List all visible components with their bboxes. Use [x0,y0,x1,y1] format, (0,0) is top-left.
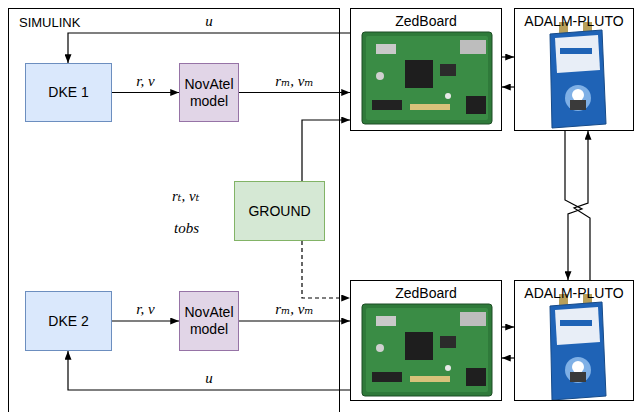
signal-arrow [502,357,514,358]
signal-label: rₘ, vₘ [273,301,315,318]
signal-arrow [502,56,514,57]
signal-label: u [203,13,215,30]
model-block: NovAtel model [179,63,239,122]
node-title: GROUND [248,203,310,220]
signal-name: rₜ, vₜ [170,188,201,205]
signal-arrow [502,86,514,87]
ground-block: GROUND [234,181,325,241]
pluto-picture [550,22,606,128]
signal-arrow [239,92,350,93]
node-title: ZedBoard [395,285,456,302]
signal-label: u [203,370,215,387]
signal-label: r, v [134,73,156,90]
signal-label: rₘ, vₘ [273,73,315,90]
signal-label: r, v [134,301,156,318]
radio-box: ADALM-PLUTO [514,280,634,401]
zedboard-picture [362,304,492,396]
signal-arrow [239,320,350,321]
signal-arrow [574,131,590,280]
model-block: NovAtel model [179,291,239,351]
simulink-region: SIMULINKDKE 1NovAtel modelGROUNDDKE 2Nov… [8,8,340,412]
board-box: ZedBoard [350,280,502,401]
node-title: ADALM-PLUTO [524,13,623,30]
board-box: ZedBoard [350,8,502,131]
signal-arrow [302,120,350,181]
node-title: DKE 1 [48,84,88,101]
dke-block: DKE 1 [25,63,112,122]
node-title: DKE 2 [48,313,88,330]
signal-arrow [68,351,350,390]
signal-arrow [112,320,179,321]
node-title: NovAtel model [183,76,235,110]
signal-arrow [112,92,179,93]
pluto-picture [550,294,606,400]
signal-name: tobs [172,220,201,237]
signal-arrow [502,326,514,327]
node-title: ADALM-PLUTO [524,285,623,302]
zedboard-picture [362,32,492,124]
signal-arrow [68,33,350,63]
node-title: ZedBoard [395,13,456,30]
radio-box: ADALM-PLUTO [514,8,634,131]
node-title: NovAtel model [183,304,235,338]
node-title: SIMULINK [19,14,80,31]
dashed-arrow [302,241,350,298]
dke-block: DKE 2 [25,291,112,351]
